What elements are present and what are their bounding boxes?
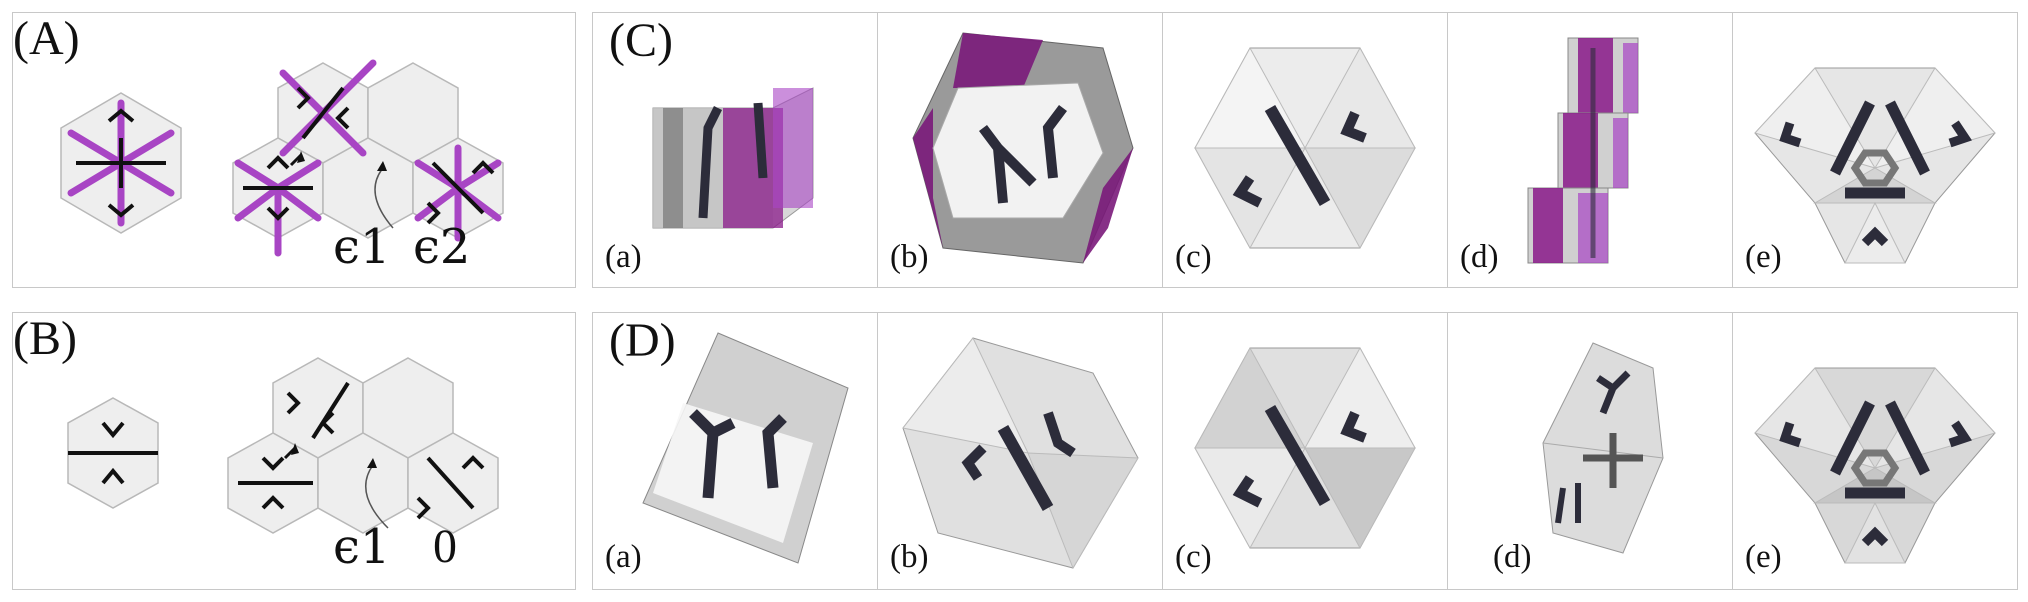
triangle-tiling-render <box>1754 367 1996 564</box>
epsilon-1-label: ϵ1 <box>333 519 391 575</box>
triangle-tiling-render <box>1754 67 1996 264</box>
cell-label: (b) <box>890 239 929 275</box>
epsilon-1-label: ϵ1 <box>333 219 391 275</box>
panel-c-cell-c: (c) <box>1163 13 1448 287</box>
cell-label: (c) <box>1175 539 1212 575</box>
panel-d-cell-d: (d) <box>1448 313 1733 589</box>
panel-b: (B) ϵ1 0 <box>12 312 576 590</box>
panel-a-hexagon-cluster <box>232 59 504 257</box>
panel-c-cell-a: (a) <box>593 13 878 287</box>
cell-label: (d) <box>1460 239 1499 275</box>
zero-label: 0 <box>433 520 457 573</box>
triangulated-hexagon-render <box>1194 346 1416 550</box>
stacked-rhombs-render <box>1542 342 1664 554</box>
cube-render <box>652 87 814 229</box>
panel-d-cell-a: (a) <box>593 313 878 589</box>
panel-b-hexagon-cluster <box>227 357 499 534</box>
cell-label: (e) <box>1745 539 1782 575</box>
panel-a-single-hexagon <box>60 92 182 234</box>
cell-label: (d) <box>1493 539 1532 575</box>
panel-d-cell-e: (e) <box>1733 313 2019 589</box>
panel-b-label: (B) <box>13 312 77 365</box>
rhombic-render <box>902 337 1139 570</box>
panel-c-cell-d: (d) <box>1448 13 1733 287</box>
panel-b-single-hexagon <box>67 397 159 509</box>
hex-prism-render <box>912 32 1134 264</box>
panel-d-label: (D) <box>609 314 676 367</box>
cell-label: (a) <box>605 539 642 575</box>
cell-label: (a) <box>605 239 642 275</box>
triangulated-hexagon-render <box>1194 46 1416 250</box>
epsilon-2-label: ϵ2 <box>413 219 471 275</box>
panel-c-cell-b: (b) <box>878 13 1163 287</box>
panel-c-cell-e: (e) <box>1733 13 2019 287</box>
panel-d-cell-c: (c) <box>1163 313 1448 589</box>
panel-c: (C) (a) (b) <box>592 12 2018 288</box>
panel-a-label: (A) <box>13 12 80 65</box>
rotated-cube-render <box>642 332 849 564</box>
panel-d-cell-b: (b) <box>878 313 1163 589</box>
stacked-cubes-render <box>1527 37 1639 264</box>
cell-label: (b) <box>890 539 929 575</box>
cell-label: (e) <box>1745 239 1782 275</box>
panel-c-label: (C) <box>609 14 673 67</box>
cell-label: (c) <box>1175 239 1212 275</box>
panel-d: (D) (a) (b) (c <box>592 312 2018 590</box>
panel-a: (A) <box>12 12 576 288</box>
